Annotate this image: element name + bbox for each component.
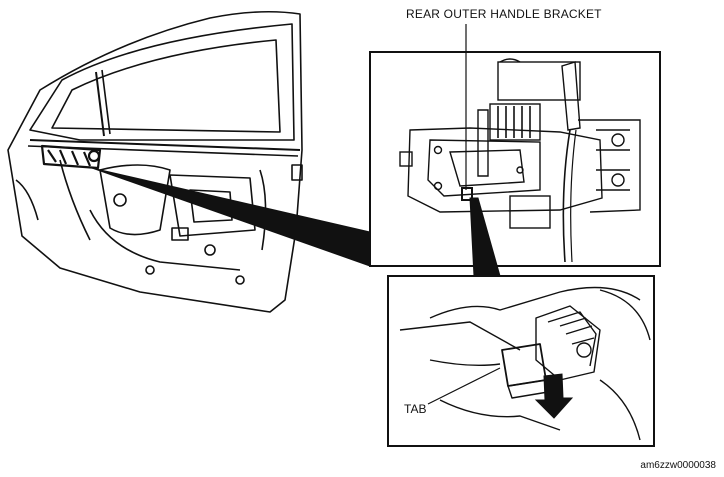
figure-id: am6zzw0000038 xyxy=(640,460,716,471)
bracket-callout-label: REAR OUTER HANDLE BRACKET xyxy=(406,7,602,21)
tab-leader-line xyxy=(427,367,501,405)
tab-detail-box xyxy=(387,275,655,447)
door-handle-area xyxy=(40,144,102,170)
tab-callout-label: TAB xyxy=(404,402,427,416)
rear-door-illustration xyxy=(7,10,303,313)
leader-wedge xyxy=(91,167,371,267)
bracket-detail-box xyxy=(369,24,661,267)
down-arrow-icon xyxy=(534,373,574,419)
outer-handle-bracket-illustration xyxy=(399,58,641,263)
